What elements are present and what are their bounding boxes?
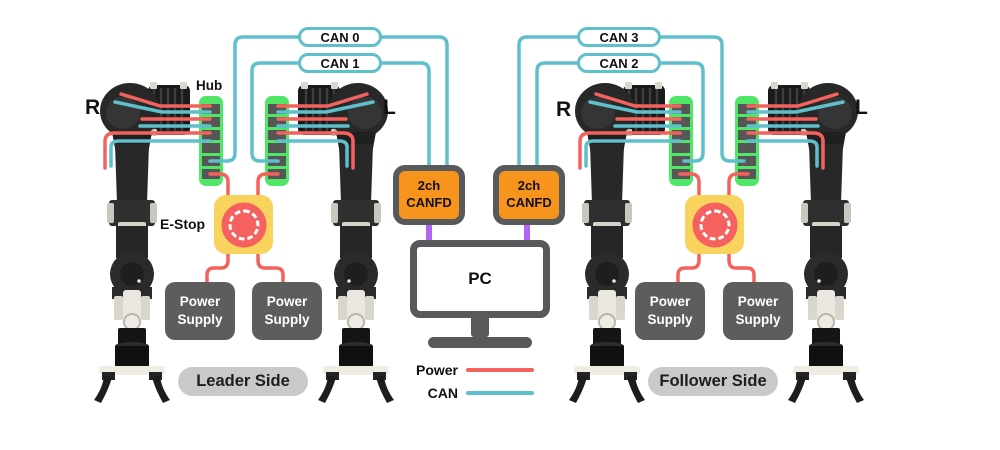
power-supply-leader-right: Power Supply <box>252 282 322 340</box>
usb-hub-follower-right <box>669 96 693 186</box>
estop-dashed-ring <box>699 209 730 240</box>
leader-side-badge: Leader Side <box>178 367 308 396</box>
pc-monitor: PC <box>410 240 550 318</box>
legend-power-label: Power <box>415 362 458 378</box>
power-supply-follower-right: Power Supply <box>723 282 793 340</box>
follower-side-badge: Follower Side <box>648 367 778 396</box>
robot-arm-follower-left <box>766 80 866 405</box>
usb-hub-follower-left <box>735 96 759 186</box>
canfd-adapter-right: 2ch CANFD <box>493 165 565 225</box>
estop-follower <box>685 195 744 254</box>
legend-can-line <box>466 391 534 395</box>
robot-arm-leader-right <box>92 80 192 405</box>
estop-label: E-Stop <box>160 216 206 232</box>
follower-right-arm-label: R <box>556 98 572 121</box>
can1-tag: CAN 1 <box>298 53 382 73</box>
power-supply-follower-left: Power Supply <box>635 282 705 340</box>
hub-ports <box>672 104 690 179</box>
hub-label: Hub <box>196 78 223 93</box>
hub-ports <box>268 104 286 179</box>
leader-left-arm-label: L <box>383 96 396 119</box>
legend-power-line <box>466 368 534 372</box>
follower-left-arm-label: L <box>855 96 868 119</box>
pc-base <box>428 337 532 348</box>
pc-stand <box>471 315 489 337</box>
hub-ports <box>202 104 220 179</box>
robot-arm-leader-left <box>296 80 396 405</box>
can3-tag: CAN 3 <box>577 27 661 47</box>
usb-hub-leader-left <box>265 96 289 186</box>
robot-arm-follower-right <box>567 80 667 405</box>
leader-right-arm-label: R <box>85 96 101 119</box>
estop-dashed-ring <box>228 209 259 240</box>
power-supply-leader-left: Power Supply <box>165 282 235 340</box>
hub-ports <box>738 104 756 179</box>
estop-leader <box>214 195 273 254</box>
can0-tag: CAN 0 <box>298 27 382 47</box>
usb-hub-leader-right <box>199 96 223 186</box>
legend-can-label: CAN <box>427 385 458 401</box>
canfd-adapter-left: 2ch CANFD <box>393 165 465 225</box>
can2-tag: CAN 2 <box>577 53 661 73</box>
